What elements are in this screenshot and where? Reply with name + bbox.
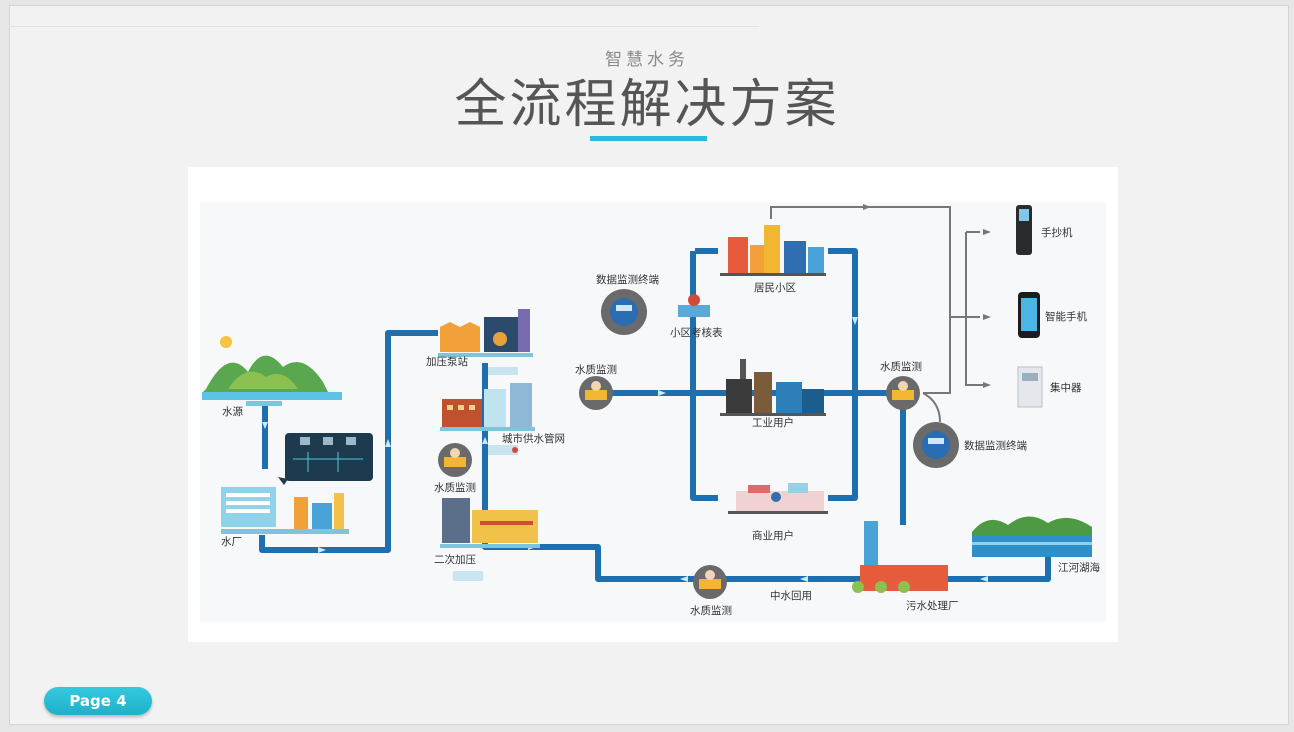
page-number-button[interactable]: Page 4 xyxy=(44,687,152,715)
label-booster-station: 加压泵站 xyxy=(426,355,468,368)
quality-monitor-mid-icon xyxy=(579,376,613,410)
label-quality-monitor-mid: 水质监测 xyxy=(575,363,617,376)
water-plant-illustration xyxy=(221,433,373,534)
city-pipe-network-illustration xyxy=(440,383,535,455)
label-handheld: 手抄机 xyxy=(1041,226,1073,239)
industrial-illustration xyxy=(720,359,826,416)
secondary-boost-illustration xyxy=(440,498,540,581)
label-quality-monitor-right: 水质监测 xyxy=(880,360,922,373)
booster-station-illustration xyxy=(438,309,533,375)
sewage-plant-illustration xyxy=(852,521,948,593)
water-source-illustration xyxy=(202,336,342,406)
pipe-user-riser xyxy=(690,248,718,501)
label-residential: 居民小区 xyxy=(754,282,796,294)
label-data-terminal-right: 数据监测终端 xyxy=(964,439,1027,452)
diagram-backdrop xyxy=(200,202,1106,622)
commercial-illustration xyxy=(728,483,828,514)
quality-monitor-left-icon xyxy=(438,443,472,477)
label-water-source: 水源 xyxy=(222,405,243,418)
data-terminal-right-icon xyxy=(913,392,959,468)
label-quality-monitor-bottom: 水质监测 xyxy=(690,604,732,617)
concentrator-icon xyxy=(1017,366,1043,408)
label-rivers-lakes: 江河湖海 xyxy=(1058,561,1100,574)
label-industrial: 工业用户 xyxy=(752,416,794,429)
label-quality-monitor-left: 水质监测 xyxy=(434,481,476,494)
process-diagram-panel: 水源 水厂 加压泵站 城市供水管网 xyxy=(188,167,1118,642)
title-underline xyxy=(590,136,707,141)
label-sewage-plant: 污水处理厂 xyxy=(906,600,959,612)
slide-subtitle: 智慧水务 xyxy=(605,50,689,70)
label-smartphone: 智能手机 xyxy=(1045,310,1087,323)
label-commercial: 商业用户 xyxy=(752,529,794,542)
smartphone-icon xyxy=(1018,292,1040,338)
handheld-device-icon xyxy=(1016,205,1032,255)
pipe-user-return xyxy=(828,248,858,501)
quality-monitor-right-icon xyxy=(886,376,920,410)
signal-arrowheads xyxy=(863,204,991,388)
residential-illustration xyxy=(720,225,826,276)
quality-monitor-bottom-icon xyxy=(693,565,727,599)
label-concentrator: 集中器 xyxy=(1050,381,1082,394)
label-secondary-boost: 二次加压 xyxy=(434,553,476,566)
top-divider xyxy=(9,26,759,27)
label-city-pipe-network: 城市供水管网 xyxy=(502,432,565,445)
pipe-plant-to-booster xyxy=(259,330,438,553)
slide-title: 全流程解决方案 xyxy=(454,75,840,135)
rivers-lakes-illustration xyxy=(972,516,1092,557)
label-water-plant: 水厂 xyxy=(221,536,242,548)
district-meter-icon xyxy=(678,294,710,317)
data-terminal-top-icon xyxy=(601,289,647,335)
label-data-terminal-top: 数据监测终端 xyxy=(596,273,659,286)
process-diagram: 水源 水厂 加压泵站 城市供水管网 xyxy=(200,202,1106,622)
label-reclaimed-water: 中水回用 xyxy=(770,589,812,602)
signal-lines xyxy=(770,206,983,394)
label-district-meter: 小区考核表 xyxy=(670,326,723,339)
